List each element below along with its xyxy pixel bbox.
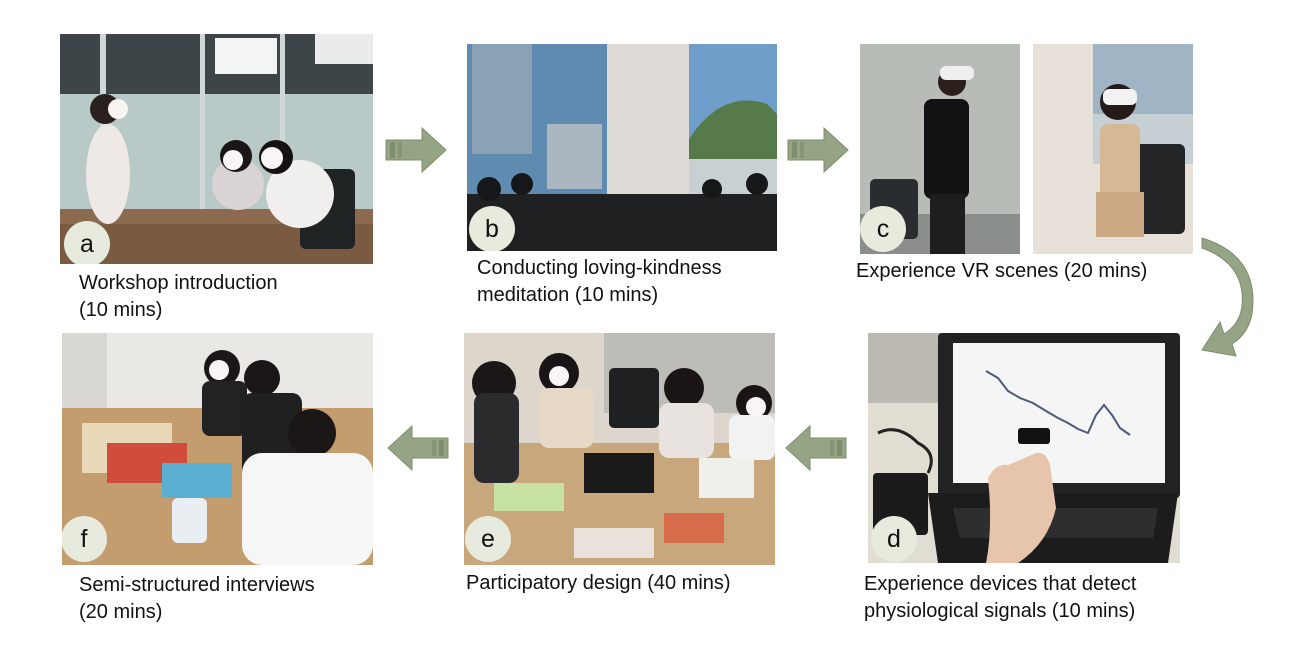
caption-line: Experience VR scenes (20 mins) xyxy=(856,260,1148,282)
photo-workshop-introduction: a xyxy=(60,34,373,264)
arrow-a-to-b-icon xyxy=(385,126,447,174)
arrow-d-to-e-icon xyxy=(785,424,847,472)
step-badge-e: e xyxy=(465,516,511,562)
arrow-e-to-f-icon xyxy=(387,424,449,472)
caption-line: Workshop introduction xyxy=(79,272,278,294)
caption-physiological-devices: Experience devices that detect physiolog… xyxy=(864,571,1136,625)
step-badge-c: c xyxy=(860,206,906,252)
caption-line: meditation (10 mins) xyxy=(477,284,659,306)
step-badge-a: a xyxy=(64,221,110,264)
step-badge-d: d xyxy=(871,516,917,562)
caption-workshop-introduction: Workshop introduction (10 mins) xyxy=(79,270,278,324)
caption-line: Semi-structured interviews xyxy=(79,574,315,596)
caption-interviews: Semi-structured interviews (20 mins) xyxy=(79,572,315,626)
caption-line: (10 mins) xyxy=(79,299,163,321)
arrow-b-to-c-icon xyxy=(787,126,849,174)
caption-line: physiological signals (10 mins) xyxy=(864,600,1136,622)
arrow-c-to-d-curved-icon xyxy=(1201,237,1254,357)
photo-vr-scenes: c xyxy=(860,44,1193,254)
caption-vr-scenes: Experience VR scenes (20 mins) xyxy=(856,258,1147,285)
photo-participatory-design: e xyxy=(464,333,775,565)
step-badge-f: f xyxy=(62,516,107,562)
caption-line: Experience devices that detect xyxy=(864,573,1137,595)
photo-physiological-devices: d xyxy=(868,333,1180,563)
photo-semi-structured-interviews: f xyxy=(62,333,373,565)
step-badge-b: b xyxy=(469,206,515,251)
photo-loving-kindness-meditation: b xyxy=(467,44,777,251)
caption-line: Conducting loving-kindness xyxy=(477,257,722,279)
caption-participatory-design: Participatory design (40 mins) xyxy=(466,570,731,597)
caption-line: (20 mins) xyxy=(79,601,163,623)
caption-line: Participatory design (40 mins) xyxy=(466,572,731,594)
caption-meditation: Conducting loving-kindness meditation (1… xyxy=(477,255,722,309)
